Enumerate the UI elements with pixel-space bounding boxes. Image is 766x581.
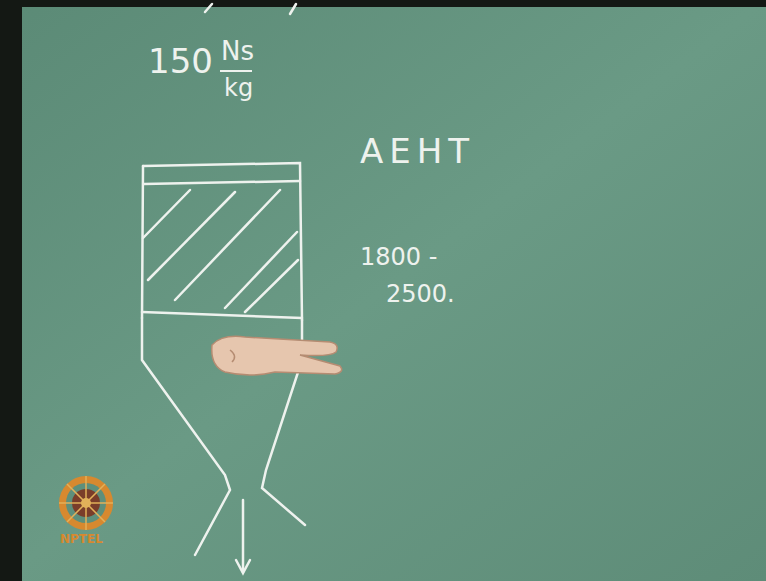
value-text: 1800 - — [360, 245, 437, 269]
value-text: 2500. — [386, 282, 455, 306]
rocket-sketch — [142, 4, 305, 573]
value-text: 150 — [148, 44, 213, 78]
nptel-logo — [59, 476, 113, 530]
fraction-bar — [220, 70, 252, 72]
logo-text: NPTEL — [60, 533, 103, 545]
unit-text: kg — [224, 76, 253, 100]
pointing-hand — [212, 336, 342, 375]
board-edge — [0, 0, 766, 7]
unit-text: Ns — [221, 38, 254, 64]
board-edge — [0, 0, 22, 581]
annotation-text: AEHT — [360, 134, 475, 168]
